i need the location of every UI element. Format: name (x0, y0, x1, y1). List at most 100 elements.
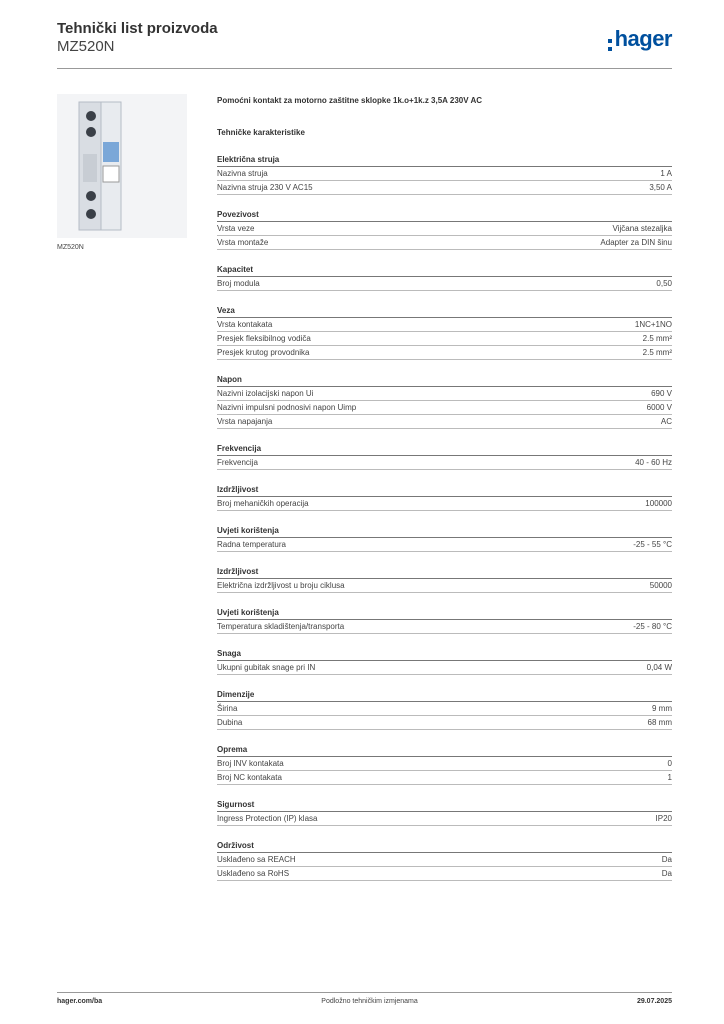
page-title: Tehnički list proizvoda (57, 20, 218, 37)
section-title: Frekvencija (217, 443, 672, 456)
spec-row: Nazivni izolacijski napon Ui 690 V (217, 387, 672, 401)
spec-label: Frekvencija (217, 458, 258, 467)
spec-value: 2.5 mm² (642, 334, 672, 343)
section-title: Izdržljivost (217, 566, 672, 579)
spec-label: Usklađeno sa RoHS (217, 869, 290, 878)
product-image (57, 94, 187, 238)
spec-label: Nazivna struja (217, 169, 268, 178)
section-title: Snaga (217, 648, 672, 661)
spec-label: Broj NC kontakata (217, 773, 282, 782)
footer-website[interactable]: hager.com/ba (57, 998, 103, 1005)
spec-label: Temperatura skladištenja/transporta (217, 622, 345, 631)
header-divider (57, 68, 672, 69)
spec-value: 6000 V (646, 403, 672, 412)
spec-label: Usklađeno sa REACH (217, 855, 296, 864)
section-title: Sigurnost (217, 799, 672, 812)
spec-value: 50000 (649, 581, 672, 590)
product-model: MZ520N (57, 38, 115, 55)
image-caption: MZ520N (57, 244, 84, 251)
spec-label: Broj INV kontakata (217, 759, 284, 768)
section-title: Kapacitet (217, 264, 672, 277)
section-title: Veza (217, 305, 672, 318)
spec-label: Vrsta montaže (217, 238, 269, 247)
spec-label: Vrsta kontakata (217, 320, 273, 329)
section-title: Oprema (217, 744, 672, 757)
section-title: Dimenzije (217, 689, 672, 702)
spec-value: 68 mm (647, 718, 672, 727)
spec-row: Ingress Protection (IP) klasa IP20 (217, 812, 672, 826)
spec-row: Frekvencija 40 - 60 Hz (217, 456, 672, 470)
footer-divider (57, 992, 672, 993)
spec-row: Broj NC kontakata 1 (217, 771, 672, 785)
product-description: Pomoćni kontakt za motorno zaštitne sklo… (217, 96, 483, 105)
logo-dots-icon (607, 39, 614, 51)
spec-label: Vrsta veze (217, 224, 255, 233)
spec-label: Presjek fleksibilnog vodiča (217, 334, 311, 343)
spec-value: 1 (667, 773, 672, 782)
section-title: Uvjeti korištenja (217, 607, 672, 620)
spec-label: Broj mehaničkih operacija (217, 499, 309, 508)
section-title: Napon (217, 374, 672, 387)
footer-date: 29.07.2025 (636, 998, 672, 1005)
spec-value: 100000 (645, 499, 672, 508)
spec-value: Da (661, 855, 672, 864)
section-title: Izdržljivost (217, 484, 672, 497)
spec-value: -25 - 80 °C (633, 622, 672, 631)
spec-row: Električna izdržljivost u broju ciklusa 5… (217, 579, 672, 593)
page-header: Tehnički list proizvoda MZ520N hager (57, 20, 673, 56)
spec-heading: Tehničke karakteristike (217, 128, 305, 137)
spec-label: Dubina (217, 718, 243, 727)
spec-row: Usklađeno sa REACH Da (217, 853, 672, 867)
spec-value: IP20 (655, 814, 672, 823)
spec-value: AC (660, 417, 672, 426)
spec-label: Električna izdržljivost u broju ciklusa (217, 581, 345, 590)
spec-row: Usklađeno sa RoHS Da (217, 867, 672, 881)
spec-row: Vrsta montaže Adapter za DIN šinu (217, 236, 672, 250)
spec-label: Ingress Protection (IP) klasa (217, 814, 318, 823)
spec-value: 3,50 A (649, 183, 672, 192)
spec-value: 690 V (651, 389, 672, 398)
spec-row: Broj mehaničkih operacija 100000 (217, 497, 672, 511)
spec-value: 0,50 (656, 279, 672, 288)
spec-value: -25 - 55 °C (633, 540, 672, 549)
spec-value: Vijčana stezaljka (612, 224, 672, 233)
spec-label: Nazivni izolacijski napon Ui (217, 389, 314, 398)
spec-label: Ukupni gubitak snage pri IN (217, 663, 316, 672)
spec-label: Nazivni impulsni podnosivi napon Uimp (217, 403, 357, 412)
spec-value: 0,04 W (646, 663, 672, 672)
spec-label: Broj modula (217, 279, 260, 288)
spec-row: Dubina 68 mm (217, 716, 672, 730)
page-footer: hager.com/ba Podložno tehničkim izmjenam… (57, 998, 672, 1005)
spec-value: 40 - 60 Hz (635, 458, 672, 467)
spec-label: Radna temperatura (217, 540, 286, 549)
spec-content: Pomoćni kontakt za motorno zaštitne sklo… (217, 96, 672, 895)
spec-row: Ukupni gubitak snage pri IN 0,04 W (217, 661, 672, 675)
spec-label: Širina (217, 704, 238, 713)
footer-notice: Podložno tehničkim izmjenama (321, 998, 418, 1005)
section-title: Održivost (217, 840, 672, 853)
spec-row: Temperatura skladištenja/transporta -25 -… (217, 620, 672, 634)
spec-label: Presjek krutog provodnika (217, 348, 310, 357)
spec-value: Da (661, 869, 672, 878)
spec-value: Adapter za DIN šinu (600, 238, 672, 247)
section-title: Povezivost (217, 209, 672, 222)
